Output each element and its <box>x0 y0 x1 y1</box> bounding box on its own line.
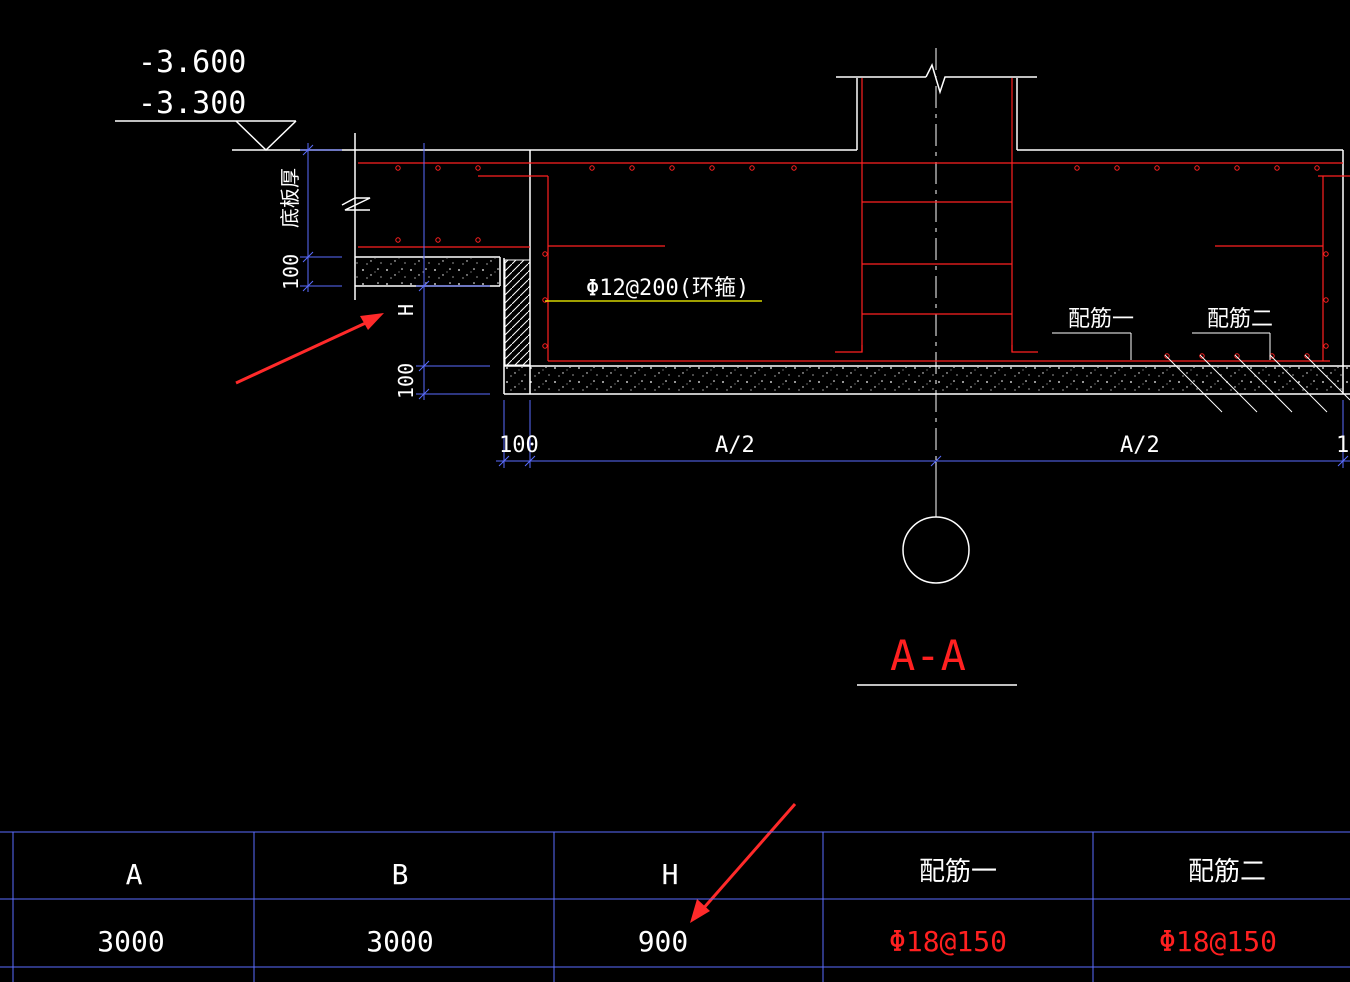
table-value-h: 900 <box>638 925 689 958</box>
dim-half-right: A/2 <box>1120 433 1160 458</box>
slab-thickness-label: 底板厚 <box>278 168 302 228</box>
table-value-row: 3000 3000 900 Φ18@150 Φ18@150 <box>97 925 1277 958</box>
rebar-leaders <box>1052 332 1350 413</box>
dim-H-label: H <box>394 304 418 316</box>
table-value-a: 3000 <box>97 925 164 958</box>
table-value-rebar-one: Φ18@150 <box>889 925 1007 958</box>
stirrup-label: Φ12@200(环箍) <box>586 276 749 301</box>
dimension-lines <box>300 143 1350 468</box>
table-value-rebar-two: Φ18@150 <box>1159 925 1277 958</box>
concrete-cushion-bottom <box>505 367 1350 393</box>
table-header-a: A <box>126 858 143 891</box>
table-header-rebar-two: 配筋二 <box>1188 857 1266 887</box>
dim-half-left: A/2 <box>715 433 755 458</box>
parameter-table <box>0 831 1350 982</box>
arrow-annotation-table <box>690 803 797 923</box>
rebar-one-label: 配筋一 <box>1068 307 1134 332</box>
section-title: A-A <box>890 631 966 680</box>
elevation-top: -3.600 <box>138 45 246 80</box>
dim-100-upper: 100 <box>279 254 303 290</box>
table-header-b: B <box>392 858 409 891</box>
wall-hatch <box>504 259 531 366</box>
structure-outline <box>341 62 1350 395</box>
table-header-row: A B H 配筋一 配筋二 <box>126 857 1266 891</box>
rebar-layout <box>358 78 1350 362</box>
elevation-mark: -3.600 -3.300 <box>115 45 355 152</box>
elevation-bottom: -3.300 <box>138 86 246 121</box>
dim-100-bottom: 100 <box>499 433 539 458</box>
table-header-rebar-one: 配筋一 <box>919 857 997 887</box>
arrow-annotation-h <box>235 313 384 385</box>
concrete-cushion-left <box>356 258 499 285</box>
rebar-two-label: 配筋二 <box>1207 307 1273 332</box>
table-value-b: 3000 <box>366 925 433 958</box>
dim-100-lower: 100 <box>394 363 418 399</box>
dim-edge-right: 10 <box>1336 433 1350 458</box>
section-circle <box>902 516 970 584</box>
table-header-h: H <box>662 858 679 891</box>
